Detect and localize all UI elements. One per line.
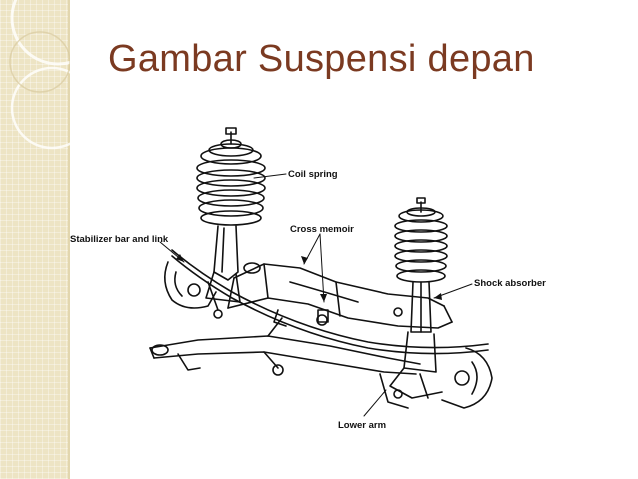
label-coil-spring: Coil spring bbox=[288, 169, 338, 180]
right-coil-spring bbox=[394, 219, 448, 283]
label-lower-arm: Lower arm bbox=[338, 420, 386, 431]
left-knuckle bbox=[164, 261, 217, 309]
label-stabilizer-bar: Stabilizer bar and link bbox=[70, 234, 169, 245]
label-shock-absorber: Shock absorber bbox=[474, 278, 546, 289]
decorative-side-strip bbox=[0, 0, 70, 479]
label-cross-member: Cross memoir bbox=[290, 224, 354, 235]
stabilizer-bar bbox=[171, 249, 489, 355]
right-strut-mount bbox=[398, 197, 444, 223]
decorative-circles bbox=[9, 0, 70, 150]
left-strut-mount bbox=[200, 127, 262, 165]
cross-member bbox=[227, 262, 453, 329]
right-knuckle bbox=[379, 347, 493, 409]
lower-arm bbox=[149, 317, 421, 376]
right-shock-absorber bbox=[403, 281, 437, 373]
left-coil-spring bbox=[196, 159, 266, 226]
slide-title: Gambar Suspensi depan bbox=[108, 38, 535, 80]
front-suspension-diagram: Coil spring Cross memoir Stabilizer bar … bbox=[70, 127, 546, 431]
leader-arrowheads bbox=[176, 254, 442, 302]
